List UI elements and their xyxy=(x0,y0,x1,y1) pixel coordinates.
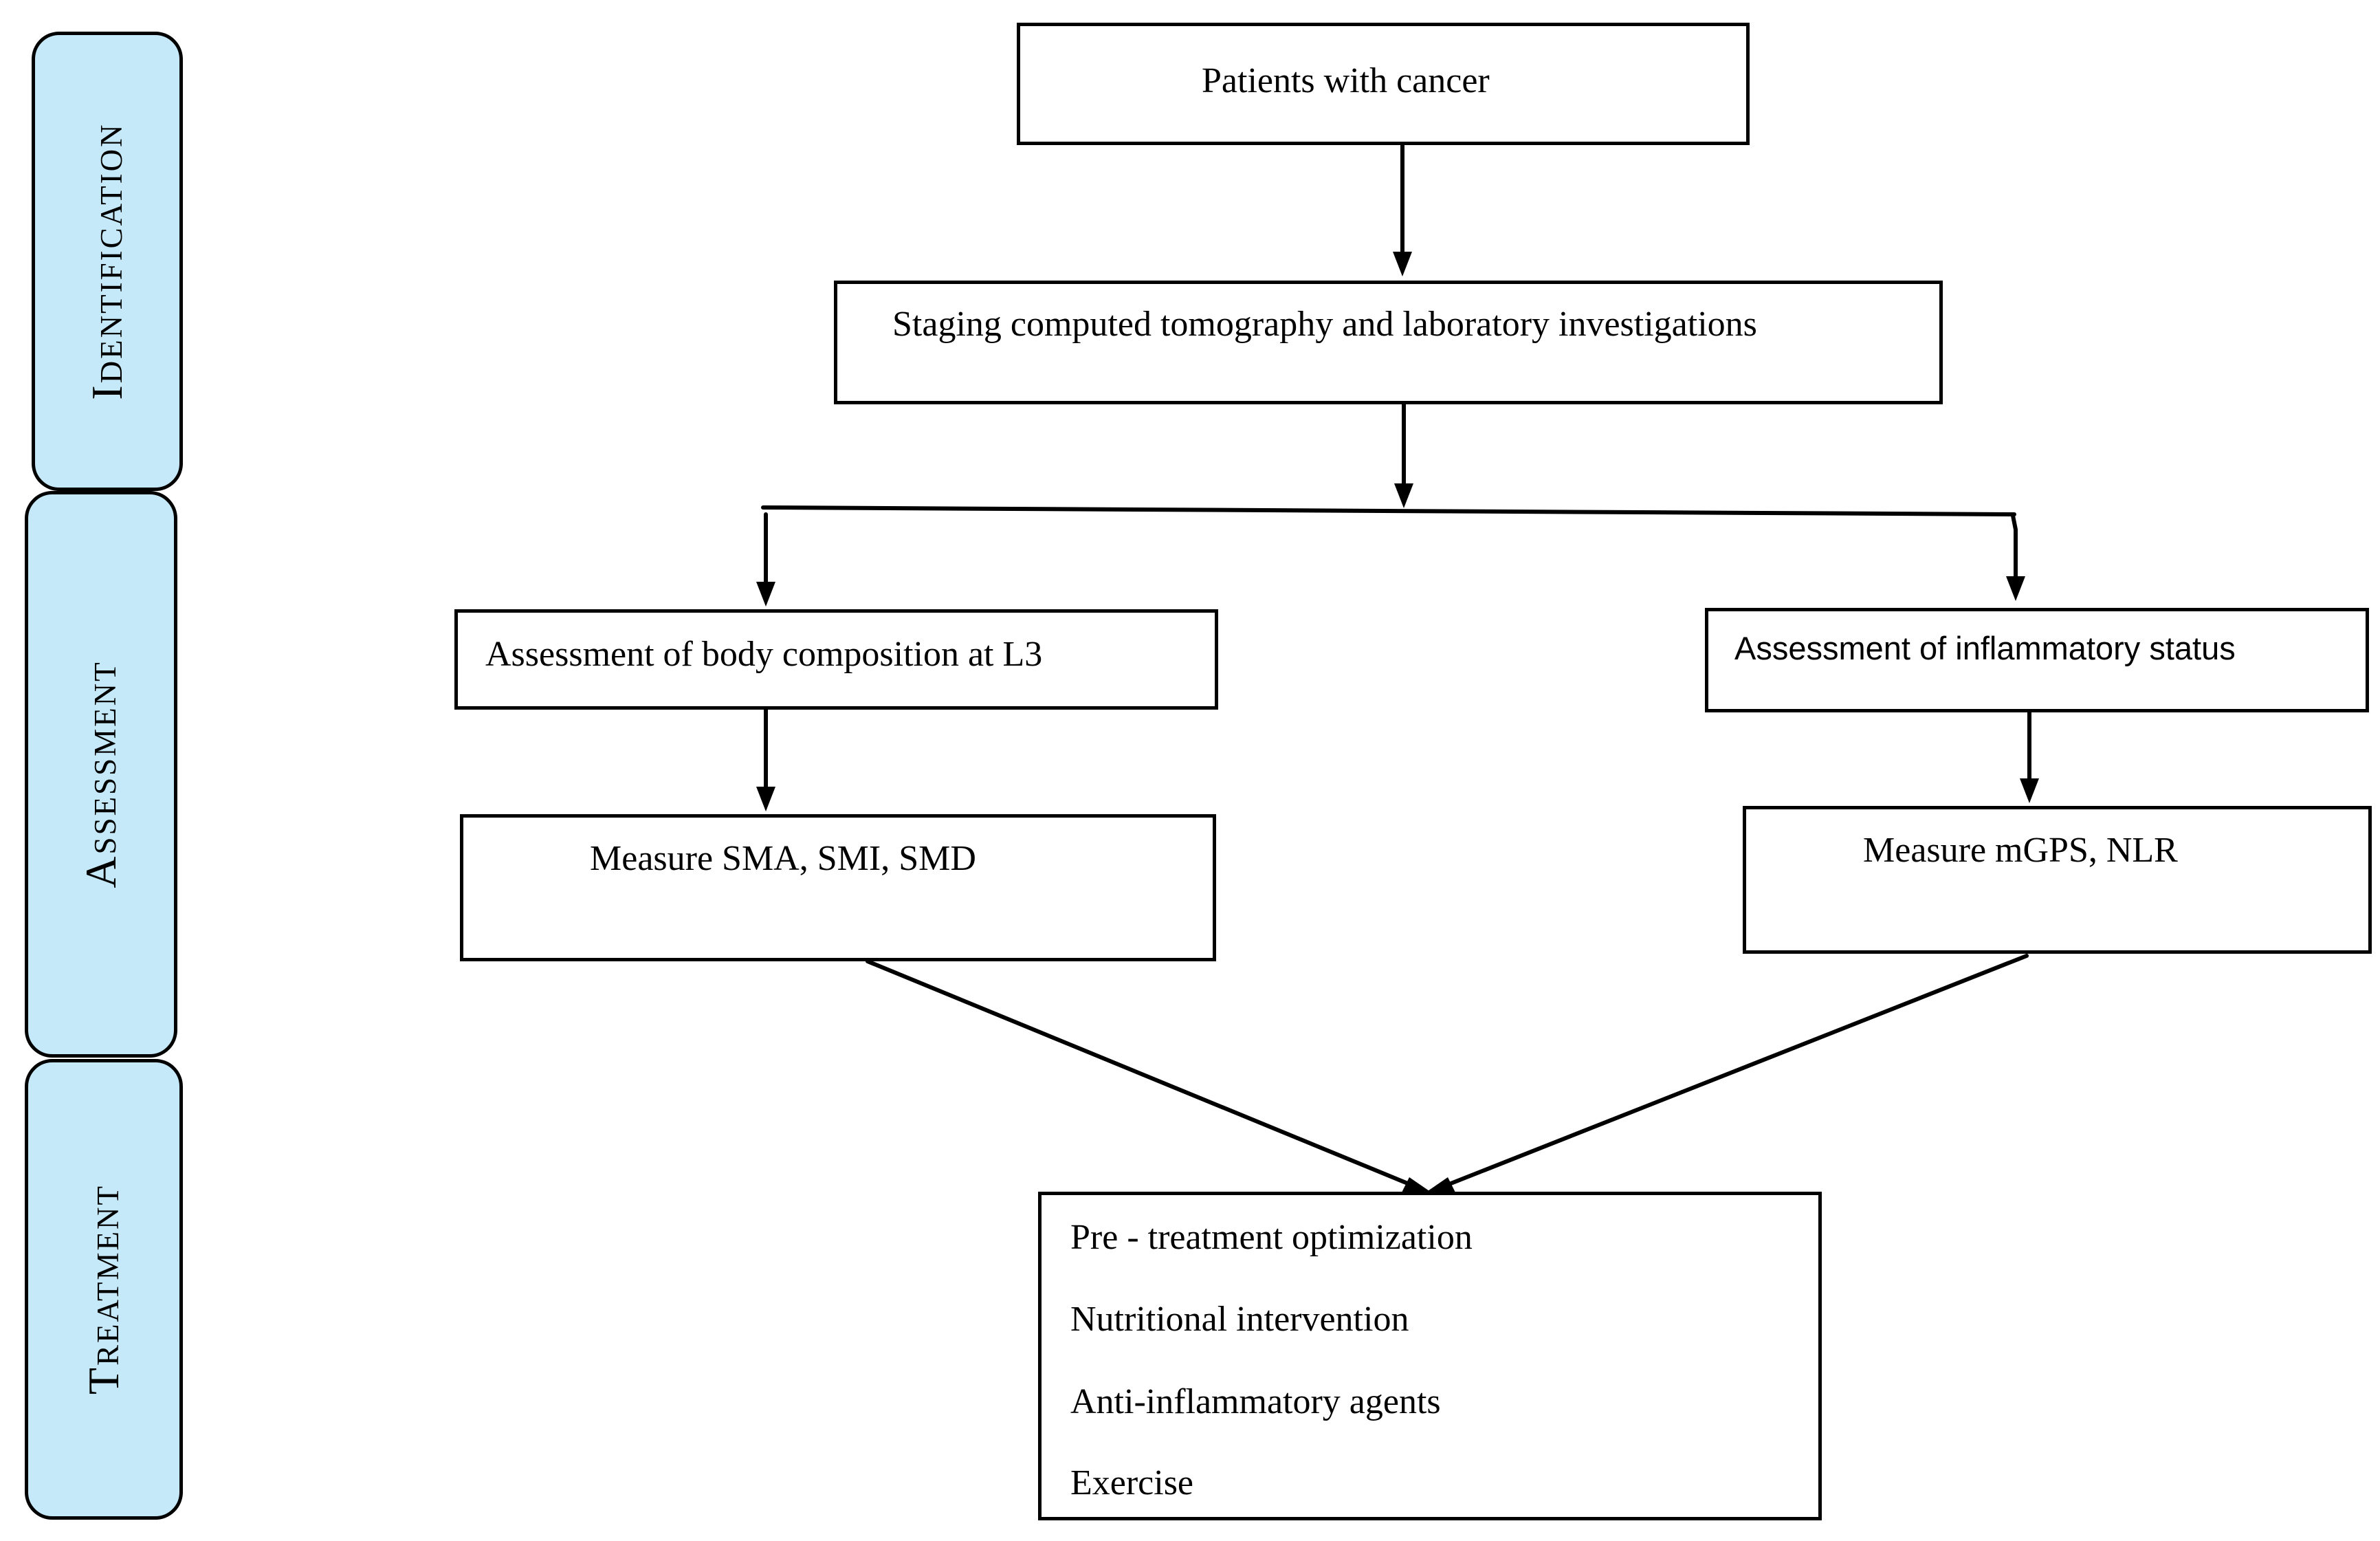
connector-sma-to-treatment xyxy=(866,959,1411,1186)
inflammatory-status-box: Assessment of inflammatory status xyxy=(1705,608,2369,712)
body-composition-box: Assessment of body composition at L3 xyxy=(454,609,1218,710)
arrowhead-split-to-inflammatory xyxy=(2006,576,2025,601)
treatment-item: Nutritional intervention xyxy=(1070,1300,1409,1339)
treatment-item: Pre - treatment optimization xyxy=(1070,1218,1473,1257)
phase-identification: Identification xyxy=(32,32,183,491)
treatment-item: Exercise xyxy=(1070,1463,1194,1502)
phase-treatment: Treatment xyxy=(25,1059,183,1520)
patients-text: Patients with cancer xyxy=(1202,61,1490,100)
arrowhead-patients-to-staging xyxy=(1393,252,1412,276)
arrowhead-sma-to-treatment xyxy=(1401,1177,1431,1194)
body-composition-text: Assessment of body composition at L3 xyxy=(485,635,1043,674)
connector-split-to-inflammatory xyxy=(2011,514,2018,580)
treatment-item: Anti-inflammatory agents xyxy=(1070,1382,1441,1421)
measure-mgps-box: Measure mGPS, NLR xyxy=(1743,806,2372,954)
staging-text: Staging computed tomography and laborato… xyxy=(892,305,1757,344)
phase-assessment: Assessment xyxy=(25,491,177,1058)
arrowhead-staging-to-split xyxy=(1394,483,1413,508)
arrowhead-split-to-body-composition xyxy=(756,582,775,606)
arrowhead-body-composition-to-sma xyxy=(756,787,775,811)
arrowhead-inflammatory-to-mgps xyxy=(2020,778,2039,803)
measure-mgps-text: Measure mGPS, NLR xyxy=(1863,831,2178,870)
arrowhead-mgps-to-treatment xyxy=(1426,1177,1456,1194)
patients-box: Patients with cancer xyxy=(1017,23,1750,145)
staging-box: Staging computed tomography and laborato… xyxy=(834,281,1943,404)
inflammatory-status-text: Assessment of inflammatory status xyxy=(1734,630,2236,666)
measure-sma-box: Measure SMA, SMI, SMD xyxy=(460,814,1216,961)
connector-mgps-to-treatment xyxy=(1447,954,2029,1186)
treatment-box: Pre - treatment optimization Nutritional… xyxy=(1038,1192,1822,1520)
split-horizontal-line xyxy=(761,505,2016,516)
measure-sma-text: Measure SMA, SMI, SMD xyxy=(590,839,976,878)
